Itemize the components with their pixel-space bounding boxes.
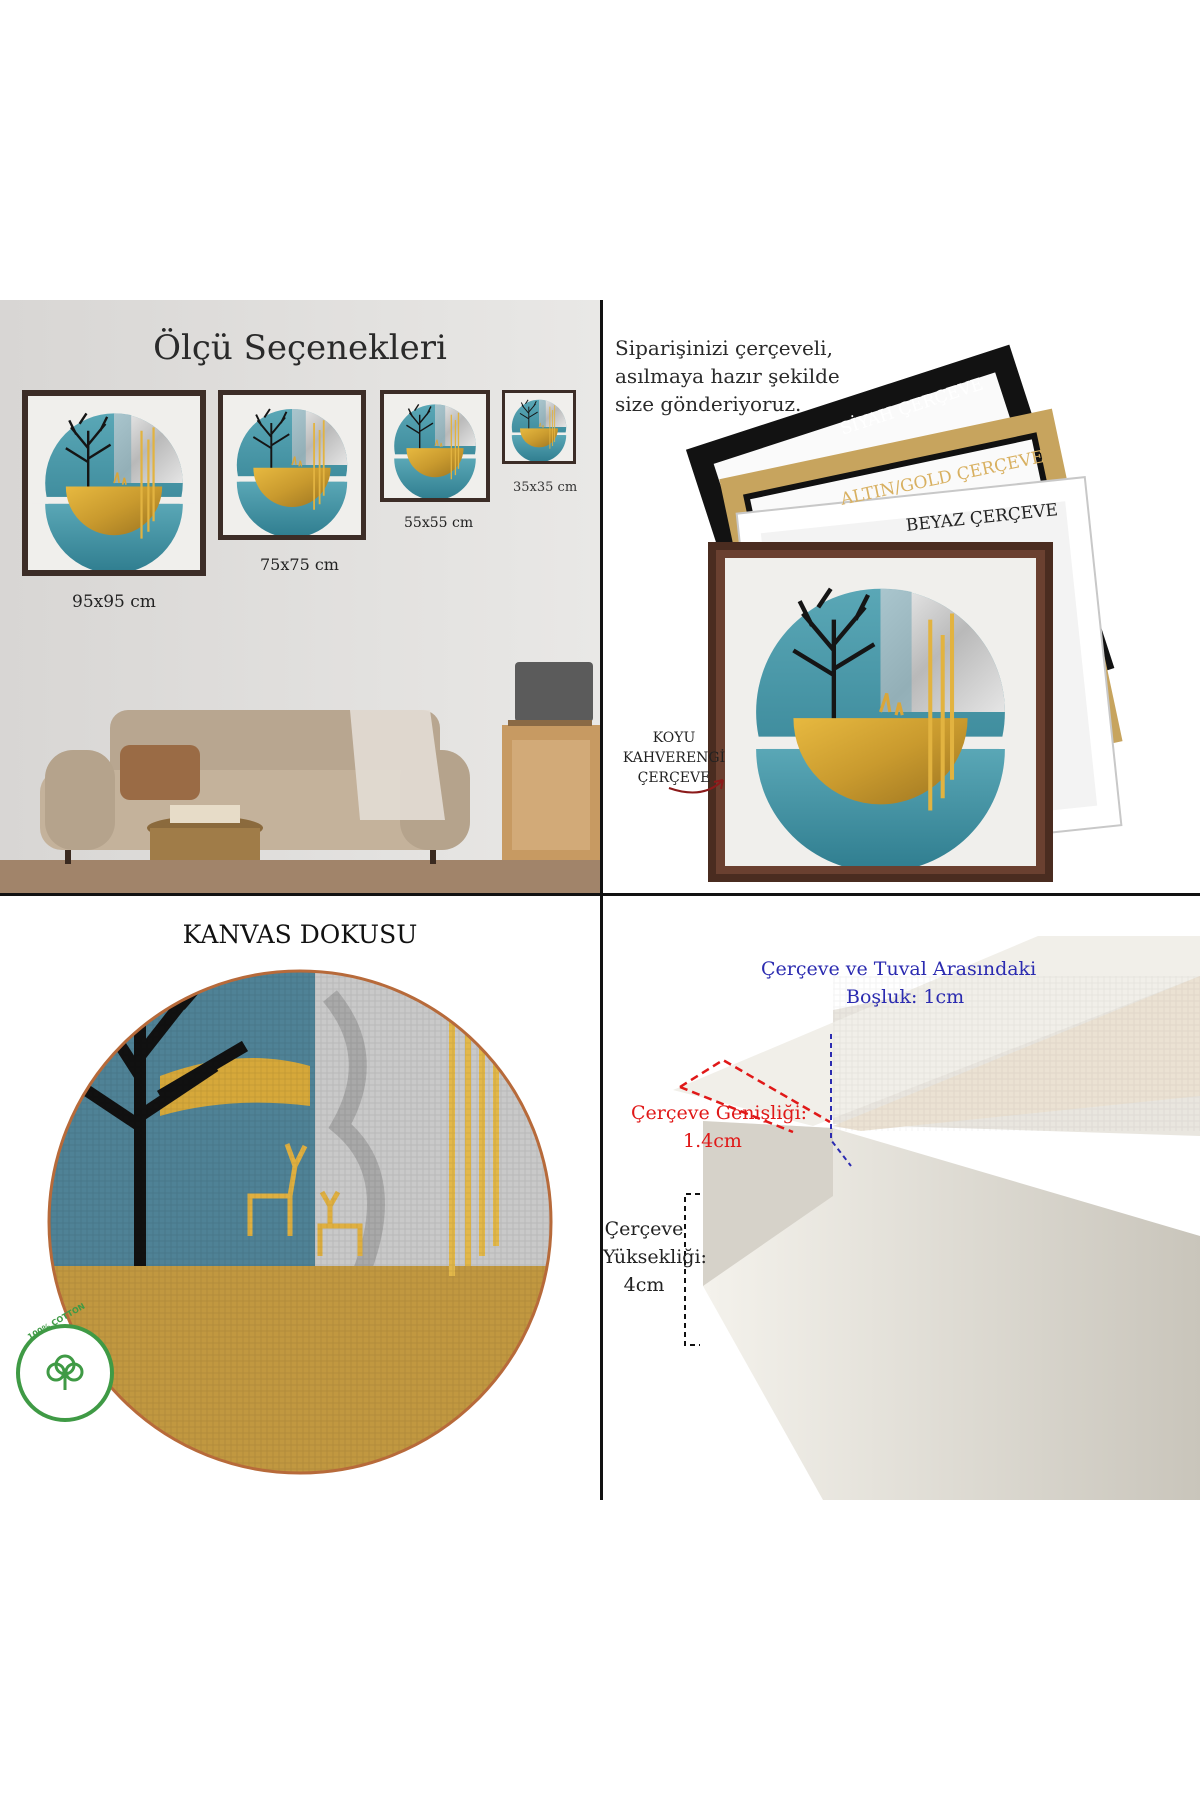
side-cabinet bbox=[502, 662, 600, 860]
frame-intro-line-3: size gönderiyoruz. bbox=[615, 392, 802, 416]
size-label-95: 95x95 cm bbox=[72, 592, 156, 612]
brown-frame-label-1: KOYU bbox=[652, 730, 696, 746]
brown-framed-artwork bbox=[708, 542, 1053, 882]
gap-line-2: Boşluk: 1cm bbox=[846, 986, 965, 1008]
cotton-badge: 100% COTTON bbox=[16, 1302, 114, 1422]
brown-frame-label-3: ÇERÇEVE bbox=[637, 770, 711, 786]
size-options-title: Ölçü Seçenekleri bbox=[153, 328, 447, 368]
gap-indicator bbox=[830, 1034, 852, 1167]
frame-corner-closeup bbox=[673, 936, 1200, 1500]
frame-intro-line-1: Siparişinizi çerçeveli, bbox=[615, 336, 833, 360]
height-line-3: 4cm bbox=[623, 1274, 665, 1296]
artwork-75x75 bbox=[218, 390, 366, 540]
frame-intro-line-2: asılmaya hazır şekilde bbox=[615, 364, 840, 388]
gap-line-1: Çerçeve ve Tuval Arasındaki bbox=[761, 958, 1037, 980]
arrow-icon bbox=[668, 779, 724, 794]
horizontal-divider bbox=[0, 893, 1200, 896]
texture-title: KANVAS DOKUSU bbox=[182, 920, 418, 949]
size-label-55: 55x55 cm bbox=[404, 515, 474, 531]
rattan-stool bbox=[147, 805, 263, 860]
height-indicator bbox=[684, 1193, 700, 1346]
sofa bbox=[40, 710, 470, 864]
artwork-35x35 bbox=[502, 390, 576, 464]
canvas-texture-panel: KANVAS DOKUSU bbox=[0, 896, 600, 1500]
size-label-35: 35x35 cm bbox=[513, 480, 578, 495]
frame-stack bbox=[668, 344, 1123, 882]
brown-frame-label-2: KAHVERENGİ bbox=[622, 750, 726, 766]
artwork-95x95 bbox=[22, 390, 206, 576]
canvas-closeup bbox=[47, 969, 553, 1475]
artwork-55x55 bbox=[380, 390, 490, 502]
vertical-divider bbox=[600, 300, 603, 1500]
width-indicator bbox=[679, 1058, 831, 1134]
width-line-2: 1.4cm bbox=[683, 1130, 742, 1152]
cotton-plant-icon bbox=[46, 1352, 84, 1392]
size-options-panel: Ölçü Seçenekleri 95x95 cm 75x75 cm 55x55… bbox=[0, 300, 600, 893]
frame-dimensions-panel: Çerçeve ve Tuval Arasındaki Boşluk: 1cm … bbox=[603, 896, 1200, 1500]
living-room-scene bbox=[0, 300, 600, 893]
height-line-1: Çerçeve bbox=[604, 1218, 684, 1240]
size-label-75: 75x75 cm bbox=[260, 555, 339, 574]
frame-options-panel: Siparişinizi çerçeveli, asılmaya hazır ş… bbox=[603, 300, 1200, 893]
height-line-2: Yüksekliği: bbox=[603, 1246, 707, 1268]
width-line-1: Çerçeve Genişliği: bbox=[631, 1102, 808, 1124]
